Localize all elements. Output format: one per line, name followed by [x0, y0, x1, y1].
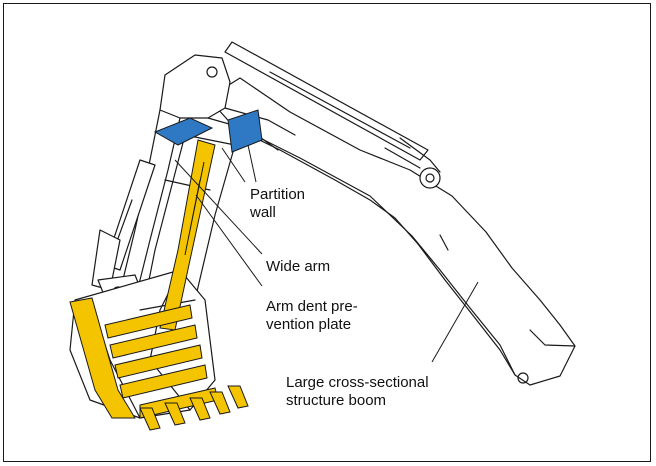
partition-wall-panels — [153, 109, 263, 153]
bucket-yellow-parts — [69, 297, 249, 431]
boom-cylinder — [224, 41, 441, 189]
leader-lines — [174, 144, 479, 363]
wide-arm-label: Wide arm — [266, 258, 331, 275]
boom-label: Large cross-sectional structure boom — [286, 374, 429, 409]
partition-wall-label: Partition wall — [250, 186, 306, 221]
arm-dent-prevention-plate-label: Arm dent pre- vention plate — [266, 298, 358, 333]
arm-cylinder — [91, 159, 156, 291]
boom-outline — [207, 77, 576, 386]
